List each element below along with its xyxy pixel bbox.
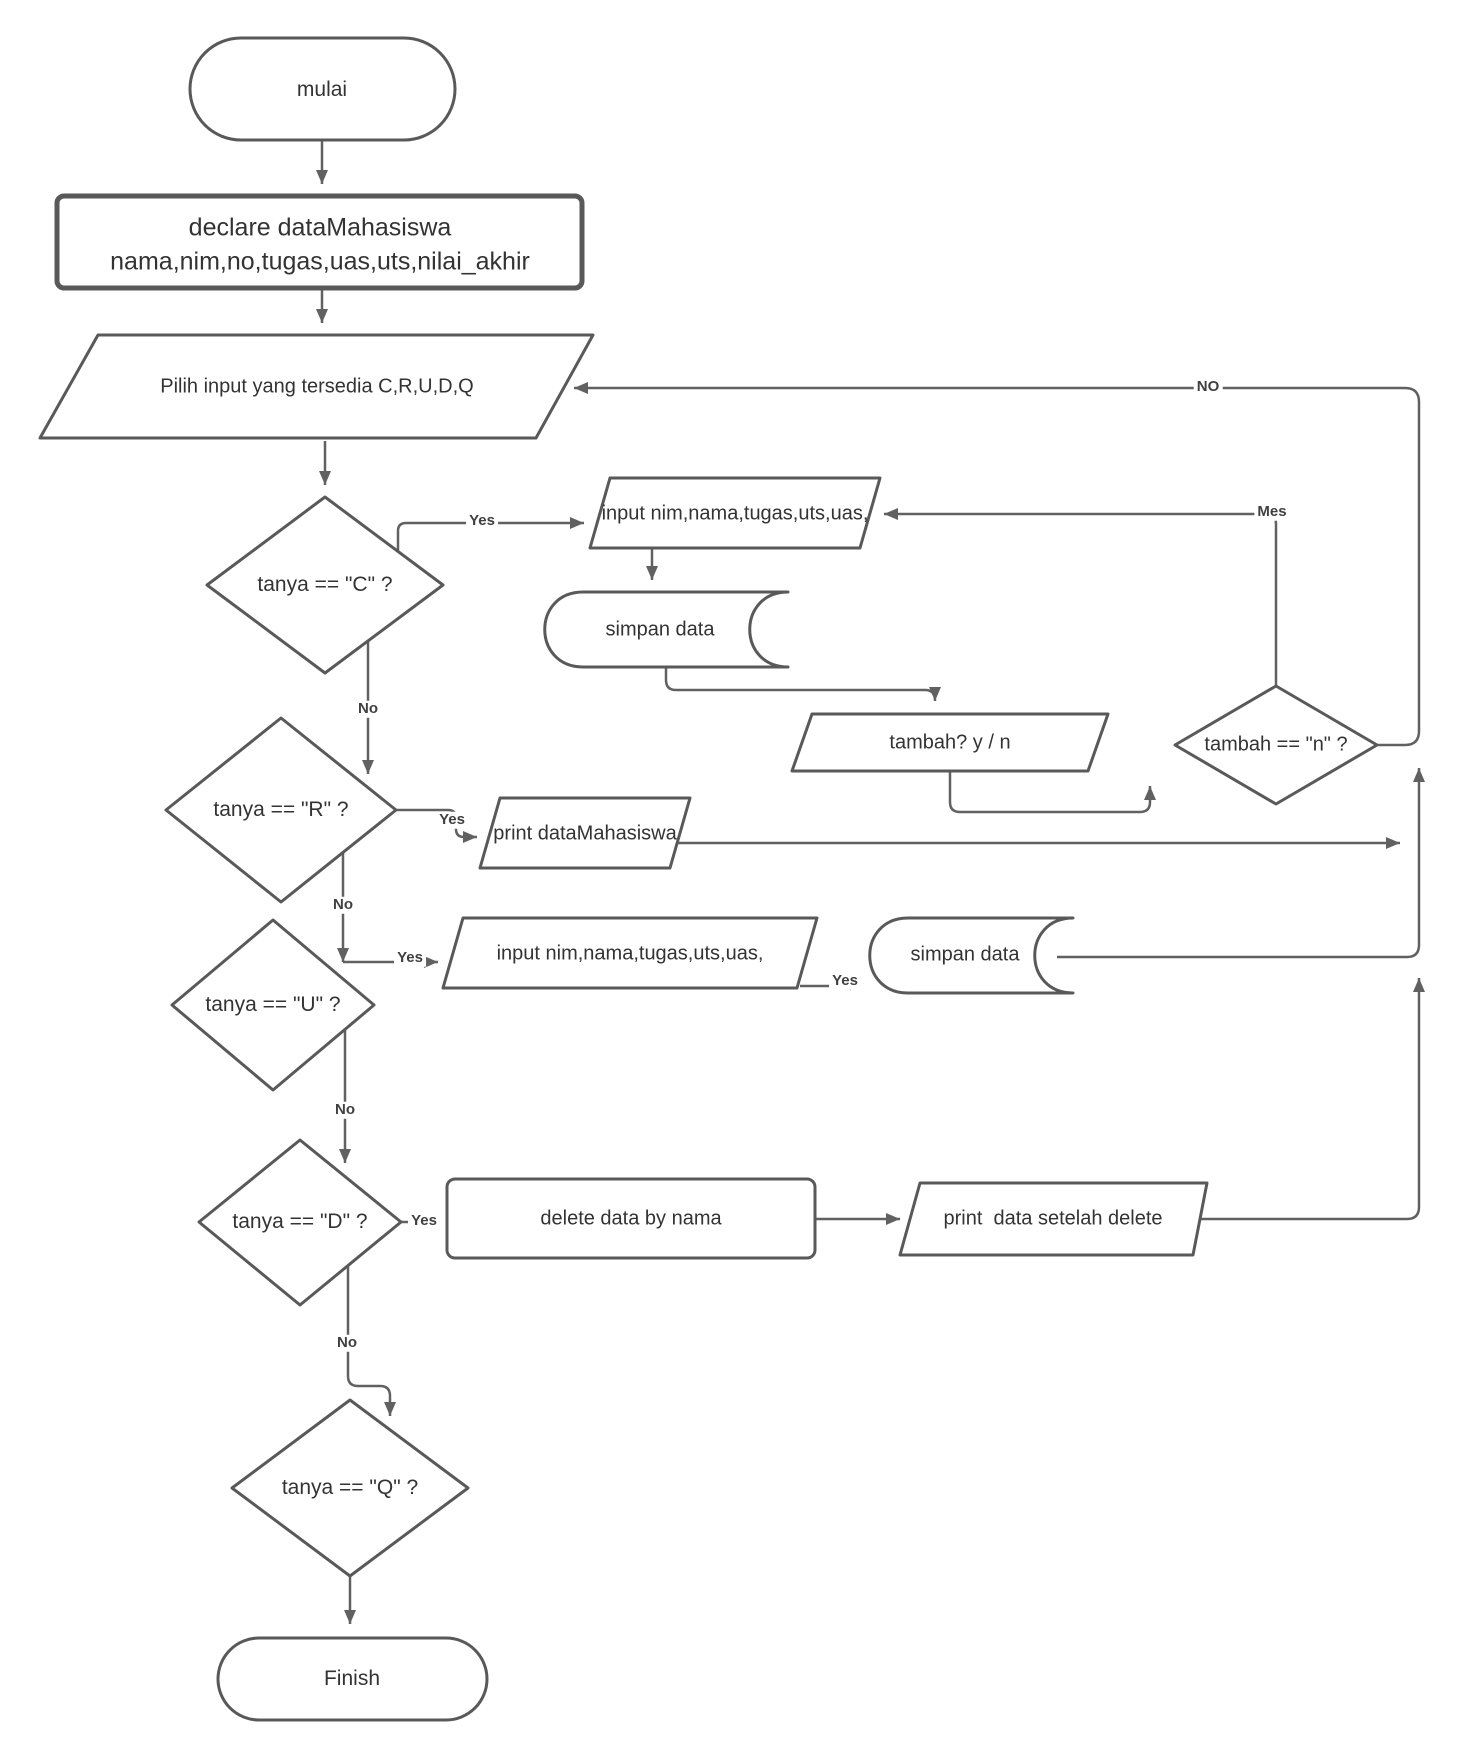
edge-label-u-no: No xyxy=(332,1101,358,1119)
label-declare-line1: declare dataMahasiswa xyxy=(188,213,452,242)
edge-simpanU-return xyxy=(1057,768,1425,959)
diamond-decision-c xyxy=(205,495,445,675)
diamond-decision-tambah xyxy=(1173,684,1379,806)
label-finish: Finish xyxy=(323,1666,381,1690)
edge-label-d-yes: Yes xyxy=(408,1212,440,1230)
io-input-u xyxy=(441,916,819,990)
io-tambah-prompt xyxy=(790,712,1110,773)
label-print-r: print dataMahasiswa xyxy=(493,822,677,845)
process-delete-d xyxy=(445,1177,817,1260)
diamond-decision-r xyxy=(164,716,398,904)
label-delete-d: delete data by nama xyxy=(540,1207,722,1230)
label-input-c: input nim,nama,tugas,uts,uas, xyxy=(601,502,869,525)
diamond-decision-u xyxy=(170,918,376,1092)
edge-label-tambah-yes: Mes xyxy=(1254,503,1290,521)
edge-decisionC-yes xyxy=(396,517,584,554)
label-decision-c: tanya == "C" ? xyxy=(257,572,393,596)
edge-decisionD-no xyxy=(346,1266,396,1416)
label-simpan-c: simpan data xyxy=(605,618,715,641)
label-print-d: print data setelah delete xyxy=(943,1207,1163,1230)
label-start: mulai xyxy=(296,77,348,101)
label-decision-d: tanya == "D" ? xyxy=(232,1209,368,1233)
label-simpan-u: simpan data xyxy=(910,943,1020,966)
edge-label-u-save-yes: Yes xyxy=(829,972,861,990)
label-decision-q: tanya == "Q" ? xyxy=(281,1475,419,1499)
storage-simpan-c xyxy=(543,590,790,669)
label-tambah-prompt: tambah? y / n xyxy=(889,731,1011,754)
edge-decisionTambah-no-loop xyxy=(574,382,1421,747)
label-declare-line2: nama,nim,no,tugas,uas,uts,nilai_akhir xyxy=(110,247,530,276)
edge-decisionTambah-yes-loop xyxy=(884,508,1278,686)
diamond-decision-q xyxy=(230,1398,470,1578)
edge-simpanC-tambahPrompt xyxy=(664,667,941,701)
edge-label-u-yes: Yes xyxy=(394,949,426,967)
label-decision-u: tanya == "U" ? xyxy=(205,992,341,1016)
edge-tambahPrompt-decisionTambah xyxy=(948,771,1156,814)
label-decision-tambah: tambah == "n" ? xyxy=(1204,733,1348,756)
io-print-d xyxy=(898,1181,1209,1257)
edge-label-c-yes: Yes xyxy=(466,512,498,530)
edge-label-d-no: No xyxy=(334,1334,360,1352)
label-pilih: Pilih input yang tersedia C,R,U,D,Q xyxy=(160,375,474,398)
edge-label-tambah-no: NO xyxy=(1193,378,1223,396)
io-pilih xyxy=(38,333,595,440)
terminator-finish xyxy=(216,1636,489,1722)
io-input-c xyxy=(588,476,882,550)
edge-label-r-no: No xyxy=(330,896,356,914)
diamond-decision-d xyxy=(197,1138,403,1307)
edge-printD-return xyxy=(1200,978,1425,1221)
storage-simpan-u xyxy=(868,916,1075,995)
edge-label-r-yes: Yes xyxy=(436,811,468,829)
label-decision-r: tanya == "R" ? xyxy=(213,797,349,821)
label-input-u: input nim,nama,tugas,uts,uas, xyxy=(496,942,764,965)
process-declare xyxy=(54,193,585,291)
edge-label-c-no: No xyxy=(355,700,381,718)
terminator-start xyxy=(188,36,457,142)
io-print-r xyxy=(478,796,692,870)
